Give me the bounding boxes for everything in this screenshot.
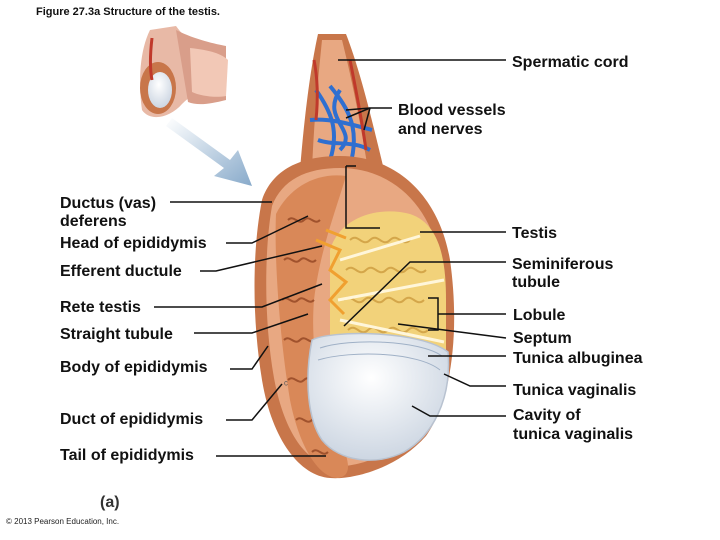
duct-marker: ᶜ bbox=[284, 379, 288, 391]
label-septum: Septum bbox=[513, 330, 572, 347]
inset-thumbnail bbox=[140, 26, 228, 118]
label-ductus-line2: deferens bbox=[60, 213, 127, 230]
label-tunica-albuginea: Tunica albuginea bbox=[513, 350, 643, 367]
label-cavity-line1: Cavity of bbox=[513, 407, 581, 424]
label-rete-testis: Rete testis bbox=[60, 299, 141, 316]
label-seminiferous-line2: tubule bbox=[512, 274, 560, 291]
label-cavity-line2: tunica vaginalis bbox=[513, 426, 634, 443]
septa bbox=[337, 234, 445, 344]
rete-testis bbox=[315, 228, 349, 316]
label-body-of-epididymis: Body of epididymis bbox=[60, 359, 208, 376]
label-tunica-vaginalis: Tunica vaginalis bbox=[513, 382, 637, 399]
label-duct-of-epididymis: Duct of epididymis bbox=[60, 411, 204, 428]
label-efferent-ductule: Efferent ductule bbox=[60, 263, 182, 280]
pointer-arrow bbox=[166, 118, 252, 186]
label-ductus-line1: Ductus (vas) bbox=[60, 195, 157, 212]
leader-lines bbox=[154, 59, 507, 457]
label-testis: Testis bbox=[512, 225, 558, 242]
label-straight-tubule: Straight tubule bbox=[60, 326, 173, 343]
testis-specimen bbox=[254, 34, 455, 479]
label-head-of-epididymis: Head of epididymis bbox=[60, 235, 207, 252]
label-seminiferous-line1: Seminiferous bbox=[512, 256, 614, 273]
copyright-notice: © 2013 Pearson Education, Inc. bbox=[6, 517, 120, 526]
label-spermatic-cord: Spermatic cord bbox=[512, 54, 629, 71]
label-blood-vessels-line2: and nerves bbox=[398, 121, 483, 138]
label-tail-of-epididymis: Tail of epididymis bbox=[60, 447, 194, 464]
panel-letter: (a) bbox=[100, 494, 120, 511]
label-blood-vessels-line1: Blood vessels bbox=[398, 102, 506, 119]
figure-caption: Figure 27.3a Structure of the testis. bbox=[36, 6, 220, 18]
label-lobule: Lobule bbox=[513, 307, 566, 324]
